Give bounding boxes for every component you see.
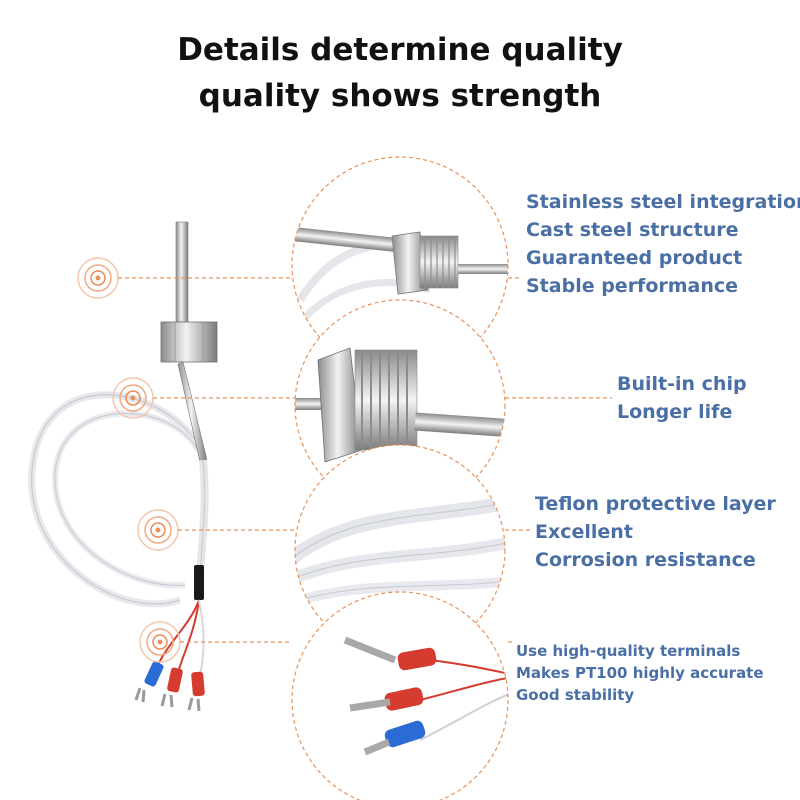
callout-lines [118, 277, 612, 643]
headline-line-1: Details determine quality [177, 32, 623, 68]
feature-line: Excellent [535, 521, 633, 543]
zoom-detail-terminals [291, 591, 509, 800]
feature-block-terminals: Use high-quality terminals Makes PT100 h… [516, 640, 764, 706]
feature-line: Stable performance [526, 275, 739, 297]
feature-block-steel: Stainless steel integration Cast steel s… [526, 188, 800, 300]
callout-marker-4 [139, 621, 181, 663]
feature-line: Use high-quality terminals [516, 642, 741, 660]
feature-line: Cast steel structure [526, 219, 739, 241]
callout-marker-3 [137, 509, 179, 551]
headline-line-2: quality shows strength [198, 78, 602, 114]
feature-block-teflon: Teflon protective layer Excellent Corros… [535, 490, 776, 574]
feature-line: Teflon protective layer [535, 493, 776, 515]
feature-line: Guaranteed product [526, 247, 743, 269]
callout-marker-1 [77, 257, 119, 299]
feature-line: Good stability [516, 686, 635, 704]
feature-line: Longer life [617, 401, 733, 423]
feature-line: Makes PT100 highly accurate [516, 664, 764, 682]
feature-line: Corrosion resistance [535, 549, 756, 571]
zoom-detail-hex-nut [294, 299, 506, 511]
sensor-probe-full [28, 221, 218, 712]
zoom-detail-cable [294, 444, 506, 656]
feature-block-chip: Built-in chip Longer life [617, 370, 747, 426]
feature-line: Stainless steel integration [526, 191, 800, 213]
feature-line: Built-in chip [617, 373, 747, 395]
